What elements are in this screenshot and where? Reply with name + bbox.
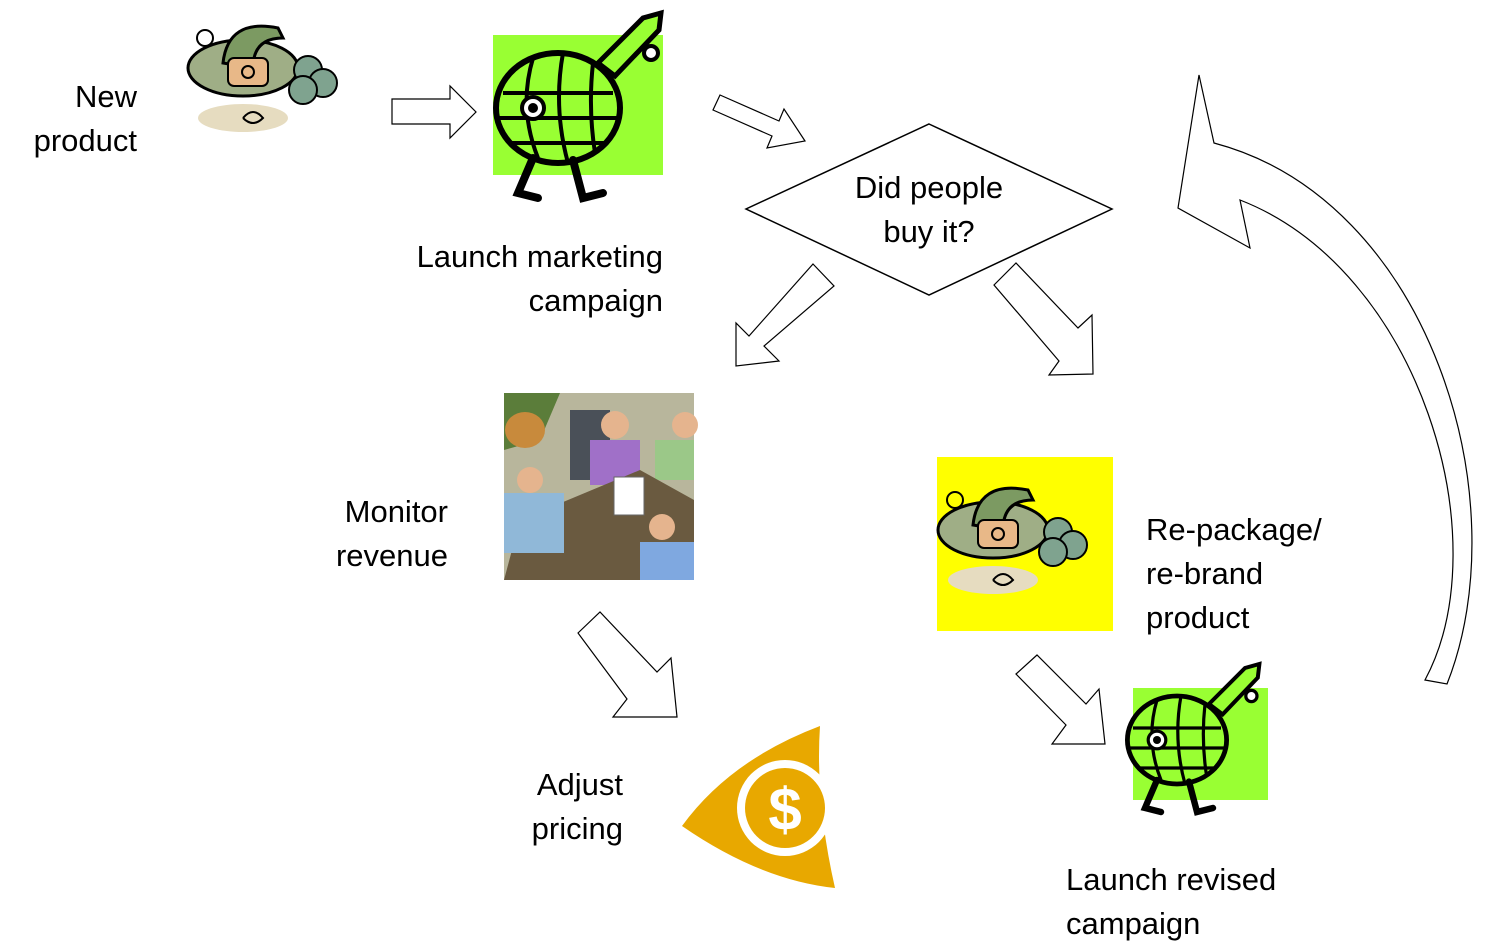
decision-question: Did people buy it? (854, 170, 1004, 249)
dollar-icon: $ (682, 726, 835, 888)
step-label-launch-revised: Launch revised campaign (1066, 862, 1277, 941)
loop-arrow-revised-to-decision (1177, 74, 1473, 685)
arrow-repackage-to-revised (1015, 654, 1106, 745)
step-label-monitor-revenue: Monitor revenue (335, 494, 448, 573)
arrow-decision-to-monitor (735, 263, 835, 367)
globe-rocket-icon (493, 13, 663, 198)
arrow-decision-to-repackage (993, 262, 1094, 376)
repackage-product-icon (936, 457, 1113, 631)
step-label-new-product: New product (33, 79, 137, 158)
arrow-campaign-to-decision (712, 94, 806, 149)
arrow-monitor-to-pricing (577, 611, 678, 718)
business-meeting-icon (504, 393, 698, 580)
step-label-repackage: Re-package/ re-brand product (1146, 512, 1322, 635)
revised-globe-rocket-icon (1127, 664, 1268, 812)
step-label-launch-campaign: Launch marketing campaign (416, 239, 663, 318)
decision-diamond (744, 123, 1114, 296)
svg-text:$: $ (768, 776, 801, 843)
arrow-product-to-campaign (391, 84, 477, 140)
product-clipart-icon (186, 24, 339, 134)
step-label-adjust-pricing: Adjust pricing (531, 767, 623, 846)
